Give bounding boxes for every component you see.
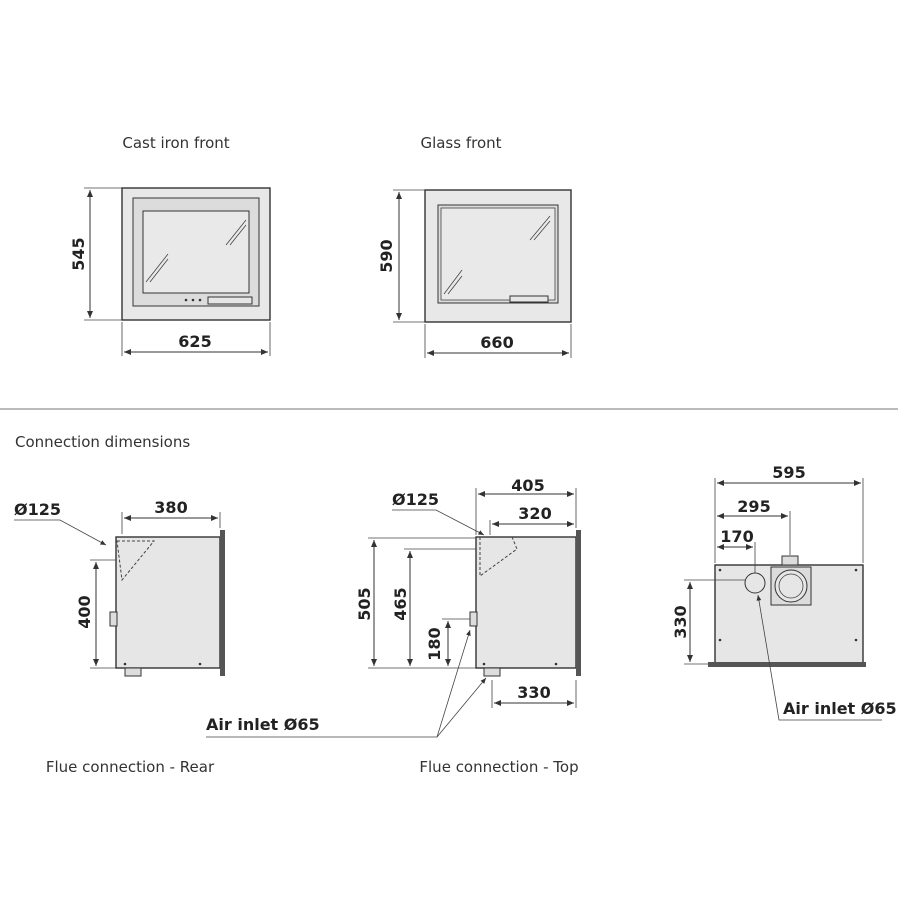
glass-front-view: Glass front 590 660 xyxy=(377,134,572,358)
caption-connection-dimensions: Connection dimensions xyxy=(15,433,190,451)
glass-height-label: 590 xyxy=(377,239,396,272)
top-width-405-label: 405 xyxy=(511,476,544,495)
cast-iron-height-label: 545 xyxy=(69,237,88,270)
flue-rear-view: Ø125 380 400 Flue connection - Rear xyxy=(14,498,225,776)
cast-iron-width-label: 625 xyxy=(178,332,211,351)
top-height-465-label: 465 xyxy=(391,587,410,620)
top-diameter-label: Ø125 xyxy=(392,490,439,509)
top-height-505-label: 505 xyxy=(355,587,374,620)
caption-flue-top: Flue connection - Top xyxy=(419,758,578,776)
air-inlet-label-left: Air inlet Ø65 xyxy=(206,715,320,734)
caption-flue-rear: Flue connection - Rear xyxy=(46,758,215,776)
top-height-180-label: 180 xyxy=(425,627,444,660)
top-width-330-label: 330 xyxy=(517,683,550,702)
top-plan-view: 595 295 170 330 Air inlet Ø65 xyxy=(671,463,897,721)
side-width-595-label: 595 xyxy=(772,463,805,482)
caption-glass-front: Glass front xyxy=(420,134,501,152)
caption-cast-iron-front: Cast iron front xyxy=(122,134,229,152)
rear-diameter-label: Ø125 xyxy=(14,500,61,519)
side-width-170-label: 170 xyxy=(720,527,753,546)
rear-height-label: 400 xyxy=(75,595,94,628)
cast-iron-front-view: Cast iron front 545 625 xyxy=(69,134,271,356)
glass-width-label: 660 xyxy=(480,333,513,352)
side-width-295-label: 295 xyxy=(737,497,770,516)
top-width-320-label: 320 xyxy=(518,504,551,523)
rear-width-label: 380 xyxy=(154,498,187,517)
flue-top-view: Ø125 405 320 505 465 180 330 Air inlet Ø… xyxy=(206,476,581,776)
air-inlet-label-right: Air inlet Ø65 xyxy=(783,699,897,718)
side-height-330-label: 330 xyxy=(671,605,690,638)
